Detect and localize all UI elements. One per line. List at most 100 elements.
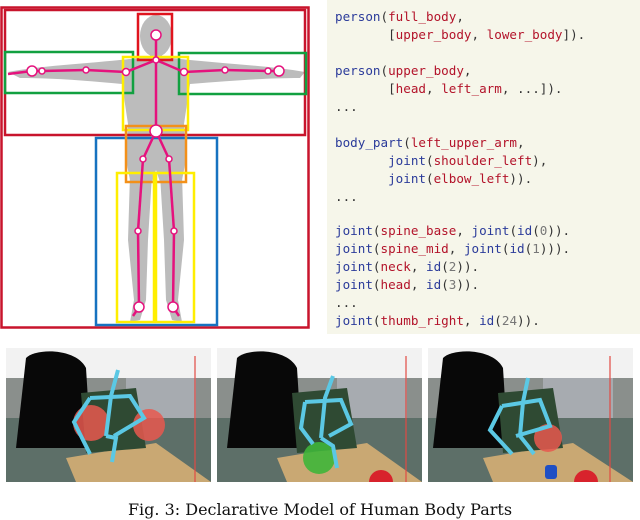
photo-frame-1 bbox=[6, 348, 211, 482]
joint-wrist-left bbox=[38, 67, 46, 75]
code-token: ( bbox=[372, 223, 381, 238]
joint-hand-left bbox=[26, 65, 38, 77]
code-token: left_arm bbox=[441, 81, 502, 96]
code-token: ( bbox=[532, 223, 540, 238]
photo-frame-2 bbox=[217, 348, 422, 482]
code-line: person(upper_body, bbox=[335, 62, 472, 80]
code-token: thumb_right bbox=[380, 313, 464, 328]
code-line: [head, left_arm, ...]). bbox=[335, 80, 563, 98]
code-token: ( bbox=[509, 223, 518, 238]
code-line: joint(spine_mid, joint(id(1))). bbox=[335, 240, 570, 258]
code-token: , bbox=[456, 223, 472, 238]
code-token: head bbox=[380, 277, 411, 292]
code-token: , bbox=[456, 9, 464, 24]
code-token: upper_body bbox=[388, 63, 464, 78]
code-token: ( bbox=[372, 259, 381, 274]
code-token: ( bbox=[494, 313, 502, 328]
code-line: ... bbox=[335, 98, 358, 116]
joint-wrist-right bbox=[264, 67, 272, 75]
full-body-box bbox=[0, 6, 310, 329]
code-token: ... bbox=[335, 99, 358, 114]
right-leg-box bbox=[154, 171, 196, 324]
code-token: full_body bbox=[388, 9, 457, 24]
code-token: ... bbox=[335, 189, 358, 204]
code-token: ( bbox=[441, 259, 449, 274]
code-token bbox=[335, 171, 388, 186]
joint-knee-right bbox=[170, 227, 178, 235]
code-token: ( bbox=[372, 277, 381, 292]
code-token bbox=[335, 153, 388, 168]
code-token: [ bbox=[335, 27, 396, 42]
code-token: , ...]). bbox=[501, 81, 563, 96]
photo-strip bbox=[0, 348, 640, 483]
joint-neck bbox=[152, 56, 160, 64]
code-token: body_part bbox=[335, 135, 404, 150]
code-line: joint(shoulder_left), bbox=[335, 152, 547, 170]
code-token: , bbox=[517, 135, 525, 150]
photo-frame-3 bbox=[428, 348, 633, 482]
code-line: joint(head, id(3)). bbox=[335, 276, 479, 294]
code-token: ( bbox=[372, 241, 381, 256]
code-token: , bbox=[426, 81, 442, 96]
code-line: ... bbox=[335, 188, 358, 206]
code-line: [upper_body, lower_body]). bbox=[335, 26, 585, 44]
code-line: body_part(left_upper_arm, bbox=[335, 134, 525, 152]
code-token: ... bbox=[335, 295, 358, 310]
code-token: , bbox=[410, 259, 427, 274]
code-token: ( bbox=[403, 135, 411, 150]
code-token: ( bbox=[501, 241, 510, 256]
code-token: )). bbox=[509, 171, 533, 186]
code-token: ( bbox=[441, 277, 449, 292]
code-token: id bbox=[426, 277, 442, 292]
joint-ankle-left bbox=[133, 301, 145, 313]
code-token: ))). bbox=[539, 241, 571, 256]
joint-hand-right bbox=[273, 65, 285, 77]
code-token: id bbox=[517, 223, 533, 238]
code-line: ... bbox=[335, 294, 358, 312]
code-token: person bbox=[335, 9, 381, 24]
code-token: id bbox=[426, 259, 442, 274]
code-token: ( bbox=[380, 63, 389, 78]
code-token: spine_base bbox=[380, 223, 457, 238]
code-token: 0 bbox=[539, 223, 548, 238]
code-token: joint bbox=[335, 259, 373, 274]
code-line: joint(spine_base, joint(id(0)). bbox=[335, 222, 570, 240]
code-token: ( bbox=[426, 153, 434, 168]
code-token: )). bbox=[517, 313, 540, 328]
code-token: , bbox=[463, 313, 480, 328]
code-token: lower_body bbox=[486, 27, 563, 42]
code-token: elbow_left bbox=[433, 171, 510, 186]
code-token: joint bbox=[471, 223, 510, 238]
code-token: joint bbox=[463, 241, 502, 256]
code-listing: person(full_body, [upper_body, lower_bod… bbox=[327, 0, 640, 334]
code-token: 24 bbox=[501, 313, 518, 328]
code-token: [ bbox=[335, 81, 396, 96]
joint-hip-right bbox=[165, 155, 173, 163]
code-line: joint(thumb_right, id(24)). bbox=[335, 312, 540, 330]
code-token: , bbox=[410, 277, 427, 292]
code-token: id bbox=[479, 313, 495, 328]
code-token: person bbox=[335, 63, 381, 78]
body-diagram bbox=[0, 6, 310, 329]
code-token: , bbox=[463, 63, 472, 78]
joint-ankle-right bbox=[167, 301, 179, 313]
code-token: joint bbox=[388, 153, 426, 168]
skeleton-joints bbox=[26, 29, 285, 313]
code-token: head bbox=[395, 81, 427, 96]
code-token: shoulder_left bbox=[433, 153, 533, 168]
code-token: )). bbox=[456, 259, 480, 274]
code-token: neck bbox=[380, 259, 411, 274]
joint-elbow-right bbox=[221, 66, 229, 74]
figure-caption: Fig. 3: Declarative Model of Human Body … bbox=[127, 500, 513, 519]
joint-shoulder-right bbox=[179, 67, 189, 77]
code-token: joint bbox=[335, 223, 373, 238]
joint-spine-base bbox=[149, 124, 163, 138]
code-token: ( bbox=[524, 241, 533, 256]
code-line: joint(elbow_left)). bbox=[335, 170, 532, 188]
joint-head bbox=[150, 29, 162, 41]
code-token: ), bbox=[532, 153, 548, 168]
right-arm-box bbox=[177, 51, 308, 96]
code-token: upper_body bbox=[395, 27, 472, 42]
code-token: spine_mid bbox=[380, 241, 449, 256]
code-token: ( bbox=[380, 9, 389, 24]
